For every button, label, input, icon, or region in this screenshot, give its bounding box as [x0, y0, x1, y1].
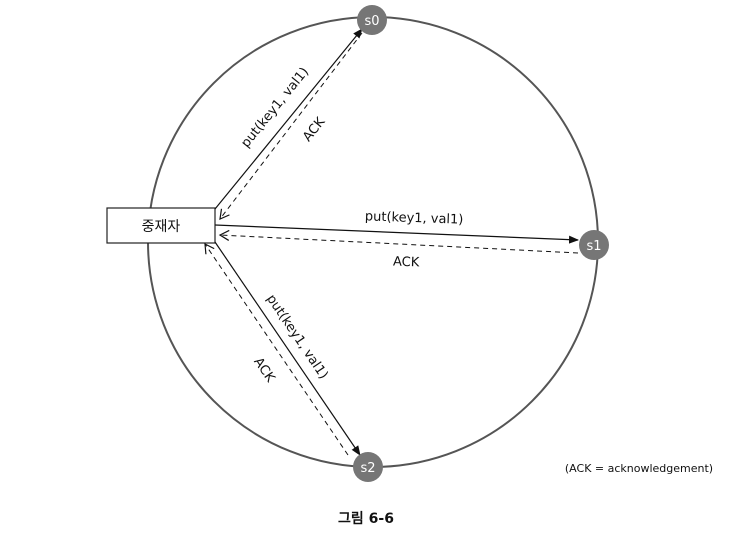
- put-arrow-s1: [214, 224, 579, 244]
- node-s0: s0: [357, 5, 387, 35]
- ack-label-s1: ACK: [393, 255, 420, 271]
- coordinator-label: 중재자: [142, 219, 181, 235]
- put-arrow-s0: [214, 28, 363, 210]
- put-arrow-s2: [214, 241, 361, 456]
- node-s1-label: s1: [586, 239, 601, 254]
- node-s2-label: s2: [360, 461, 375, 476]
- ack-arrow-s0: [219, 32, 363, 220]
- figure-caption: 그림 6-6: [338, 511, 394, 527]
- put-label-s1: put(key1, val1): [365, 209, 464, 227]
- node-s2: s2: [353, 452, 383, 482]
- put-label-s0: put(key1, val1): [238, 65, 312, 151]
- put-label-s2: put(key1, val1): [263, 292, 331, 382]
- ack-arrow-s2: [204, 242, 349, 456]
- ack-arrow-s1: [218, 229, 579, 254]
- node-s0-label: s0: [364, 14, 379, 29]
- ack-label-s2: ACK: [250, 355, 277, 386]
- coordinator-box: [106, 207, 216, 244]
- ack-legend: (ACK = acknowledgement): [565, 462, 713, 475]
- node-s1: s1: [579, 230, 609, 260]
- ack-label-s0: ACK: [300, 115, 328, 145]
